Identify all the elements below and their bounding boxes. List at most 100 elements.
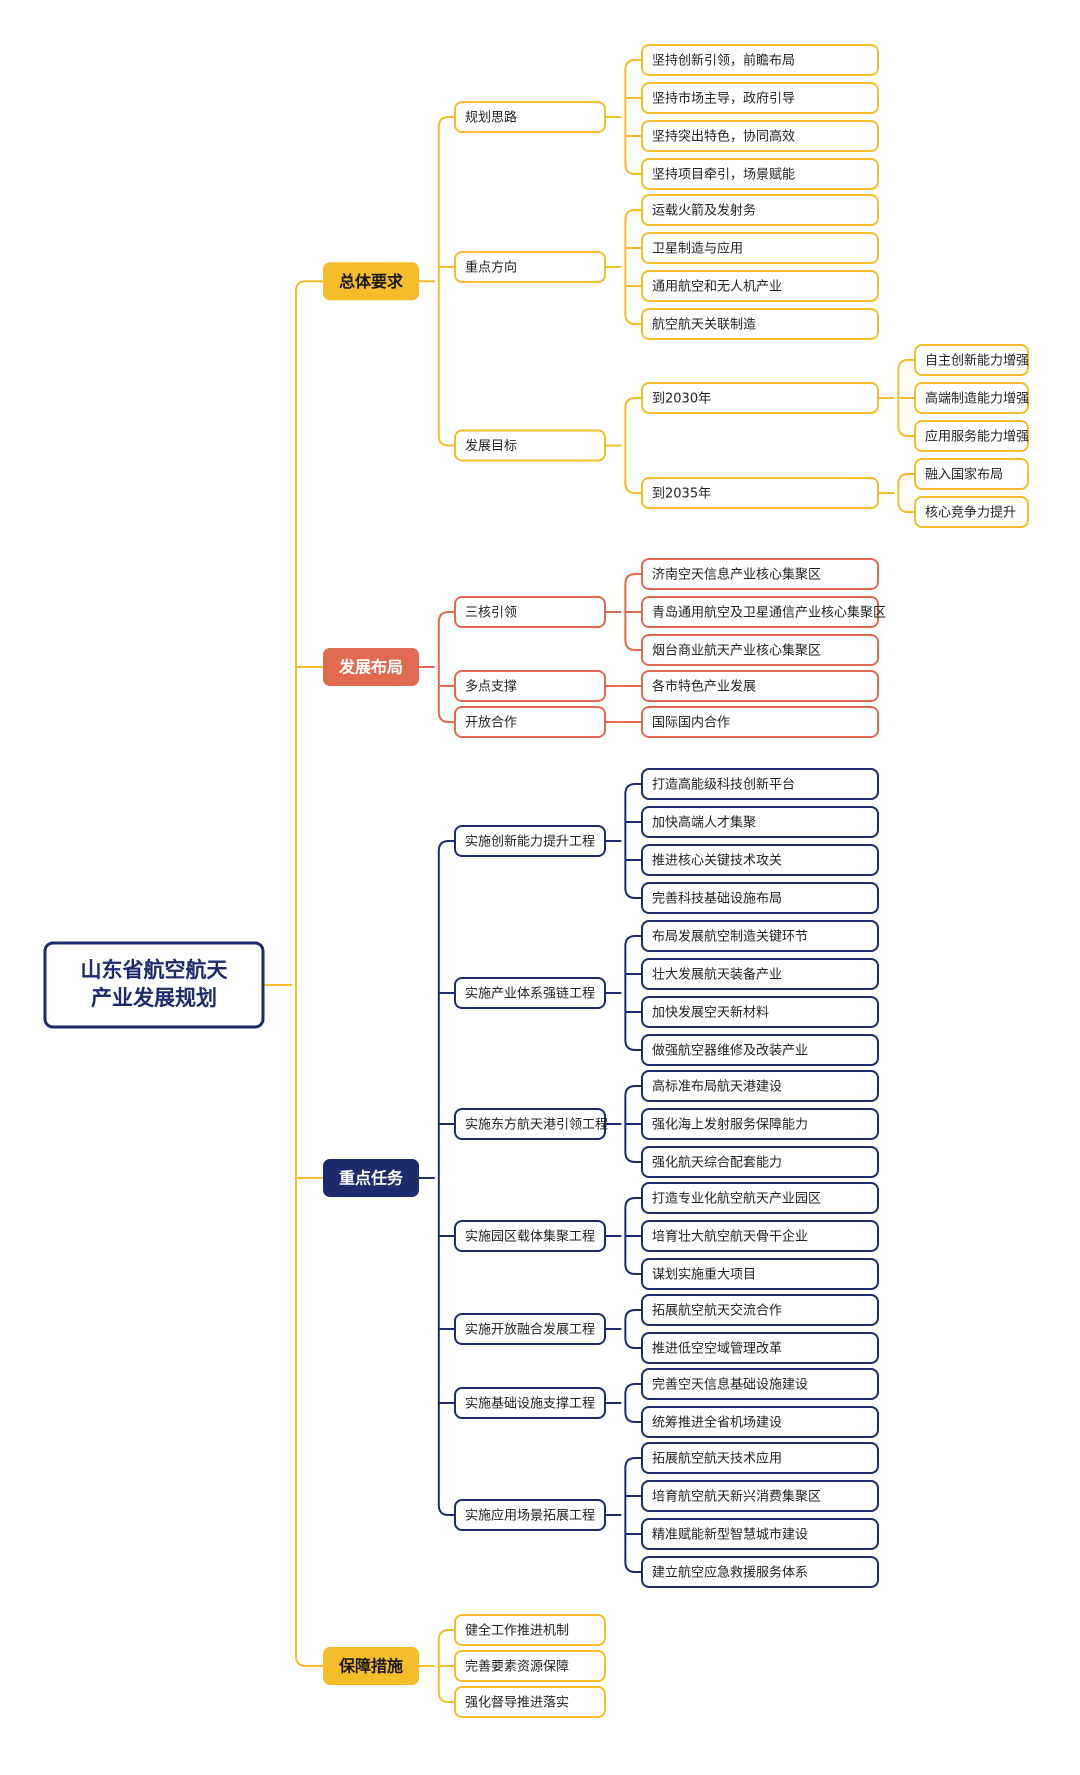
sub-node[interactable]: 壮大发展航天装备产业 <box>641 958 879 990</box>
connector-line <box>624 313 642 325</box>
sub-node[interactable]: 通用航空和无人机产业 <box>641 270 879 302</box>
branch-node[interactable]: 实施园区载体集聚工程 <box>454 1220 606 1252</box>
sub-node[interactable]: 坚持市场主导，政府引导 <box>641 82 879 114</box>
sub-node-box <box>641 1442 879 1474</box>
sub-node-box <box>641 1146 879 1178</box>
connector-line <box>624 1039 642 1051</box>
leaf-node[interactable]: 核心竞争力提升 <box>914 496 1029 528</box>
branch-node-label: 完善要素资源保障 <box>465 1659 569 1675</box>
connector-line <box>437 1691 455 1703</box>
sub-node[interactable]: 强化海上发射服务保障能力 <box>641 1108 879 1140</box>
branch-node-box <box>454 1387 606 1419</box>
connector-line <box>624 1309 642 1321</box>
sub-node[interactable]: 统筹推进全省机场建设 <box>641 1406 879 1438</box>
sub-node[interactable]: 建立航空应急救援服务体系 <box>641 1556 879 1588</box>
sub-node-label: 做强航空器维修及改装产业 <box>652 1043 808 1059</box>
sub-node[interactable]: 拓展航空航天交流合作 <box>641 1294 879 1326</box>
sub-node[interactable]: 航空航天关联制造 <box>641 308 879 340</box>
leaf-node-box <box>914 496 1029 528</box>
sub-node[interactable]: 到2030年 <box>641 382 879 414</box>
branch-node[interactable]: 健全工作推进机制 <box>454 1614 606 1646</box>
sub-node[interactable]: 卫星制造与应用 <box>641 232 879 264</box>
sub-node[interactable]: 济南空天信息产业核心集聚区 <box>641 558 879 590</box>
leaf-node[interactable]: 自主创新能力增强 <box>914 344 1029 376</box>
branch-node[interactable]: 实施基础设施支撑工程 <box>454 1387 606 1419</box>
branch-node[interactable]: 三核引领 <box>454 596 606 628</box>
sub-node-label: 加快高端人才集聚 <box>652 815 756 831</box>
sub-node[interactable]: 坚持突出特色，协同高效 <box>641 120 879 152</box>
branch-node-label: 强化督导推进落实 <box>465 1696 569 1711</box>
sub-node[interactable]: 做强航空器维修及改装产业 <box>641 1034 879 1066</box>
sub-node[interactable]: 到2035年 <box>641 477 879 509</box>
connector-line <box>437 435 455 447</box>
branch-node[interactable]: 实施开放融合发展工程 <box>454 1313 606 1345</box>
sub-node[interactable]: 坚持创新引领，前瞻布局 <box>641 44 879 76</box>
sub-node-label: 强化海上发射服务保障能力 <box>652 1117 808 1133</box>
sub-node-label: 壮大发展航天装备产业 <box>652 967 782 983</box>
connector-line <box>437 611 455 623</box>
sub-node[interactable]: 各市特色产业发展 <box>641 670 879 702</box>
category-node[interactable]: 保障措施 <box>323 1647 419 1685</box>
sub-node[interactable]: 加快高端人才集聚 <box>641 806 879 838</box>
connector-line <box>624 59 642 71</box>
sub-node[interactable]: 推进低空空域管理改革 <box>641 1332 879 1364</box>
leaf-node[interactable]: 高端制造能力增强 <box>914 382 1029 414</box>
branch-node[interactable]: 实施应用场景拓展工程 <box>454 1499 606 1531</box>
sub-node[interactable]: 高标准布局航天港建设 <box>641 1070 879 1102</box>
sub-node[interactable]: 推进核心关键技术攻关 <box>641 844 879 876</box>
sub-node-box <box>641 958 879 990</box>
sub-node[interactable]: 谋划实施重大项目 <box>641 1258 879 1290</box>
branch-node[interactable]: 完善要素资源保障 <box>454 1650 606 1682</box>
sub-node[interactable]: 坚持项目牵引，场景赋能 <box>641 158 879 190</box>
branch-node[interactable]: 实施产业体系强链工程 <box>454 977 606 1009</box>
sub-node-box <box>641 558 879 590</box>
sub-node-box <box>641 270 879 302</box>
sub-node-box <box>641 1258 879 1290</box>
sub-node-label: 航空航天关联制造 <box>652 317 756 333</box>
sub-node[interactable]: 打造专业化航空航天产业园区 <box>641 1182 879 1214</box>
sub-node[interactable]: 打造高能级科技创新平台 <box>641 768 879 800</box>
sub-node[interactable]: 强化航天综合配套能力 <box>641 1146 879 1178</box>
leaf-node[interactable]: 融入国家布局 <box>914 458 1029 490</box>
sub-node[interactable]: 完善科技基础设施布局 <box>641 882 879 914</box>
branch-node[interactable]: 实施创新能力提升工程 <box>454 825 606 857</box>
sub-node[interactable]: 精准赋能新型智慧城市建设 <box>641 1518 879 1550</box>
root-title-line2: 产业发展规划 <box>91 986 217 1010</box>
sub-node[interactable]: 国际国内合作 <box>641 706 879 738</box>
branch-node-box <box>454 1313 606 1345</box>
sub-node[interactable]: 完善空天信息基础设施建设 <box>641 1368 879 1400</box>
sub-node[interactable]: 拓展航空航天技术应用 <box>641 1442 879 1474</box>
sub-node[interactable]: 加快发展空天新材料 <box>641 996 879 1028</box>
branch-node-box <box>454 1686 606 1718</box>
branch-node[interactable]: 强化督导推进落实 <box>454 1686 606 1718</box>
category-node[interactable]: 总体要求 <box>323 262 419 301</box>
branch-node[interactable]: 多点支撑 <box>454 670 606 702</box>
sub-node[interactable]: 布局发展航空制造关键环节 <box>641 920 879 952</box>
branch-node[interactable]: 发展目标 <box>454 429 606 462</box>
branch-node[interactable]: 开放合作 <box>454 706 606 738</box>
connector-line <box>624 1197 642 1209</box>
sub-node[interactable]: 运载火箭及发射务 <box>641 194 879 226</box>
category-node[interactable]: 重点任务 <box>323 1159 419 1197</box>
sub-node-label: 打造专业化航空航天产业园区 <box>652 1191 821 1207</box>
sub-node[interactable]: 培育壮大航空航天骨干企业 <box>641 1220 879 1252</box>
branch-node-label: 三核引领 <box>465 606 517 621</box>
branch-node[interactable]: 重点方向 <box>454 251 606 283</box>
connector-line <box>624 1337 642 1349</box>
connector-line <box>624 163 642 175</box>
sub-node-label: 培育壮大航空航天骨干企业 <box>652 1229 808 1245</box>
sub-node[interactable]: 培育航空航天新兴消费集聚区 <box>641 1480 879 1512</box>
leaf-node[interactable]: 应用服务能力增强 <box>914 420 1029 452</box>
leaf-node-label: 应用服务能力增强 <box>925 429 1029 445</box>
sub-node-box <box>641 670 879 702</box>
category-node[interactable]: 发展布局 <box>323 648 419 686</box>
sub-node-box <box>641 920 879 952</box>
leaf-node-label: 自主创新能力增强 <box>925 353 1029 369</box>
branch-node[interactable]: 规划思路 <box>454 101 606 133</box>
sub-node[interactable]: 青岛通用航空及卫星通信产业核心集聚区 <box>641 596 886 628</box>
branch-node[interactable]: 实施东方航天港引领工程 <box>454 1108 608 1140</box>
branch-node-box <box>454 670 606 702</box>
sub-node[interactable]: 烟台商业航天产业核心集聚区 <box>641 634 879 666</box>
